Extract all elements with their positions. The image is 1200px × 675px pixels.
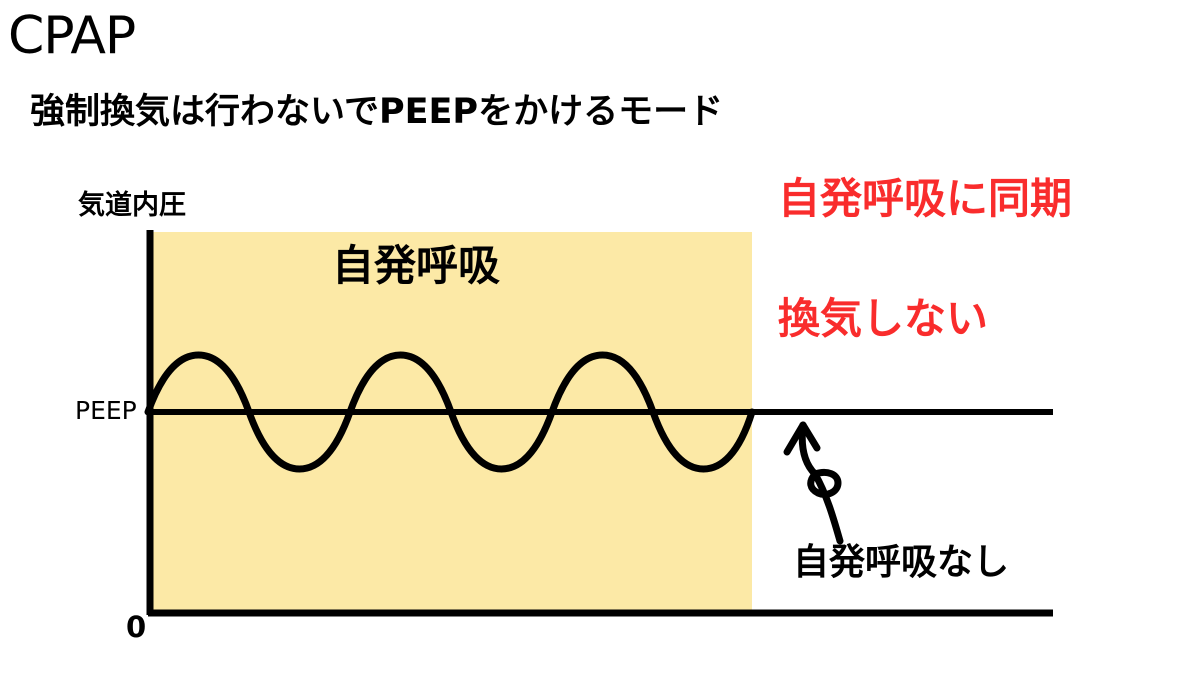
curly-arrow-head-icon	[783, 421, 821, 456]
annotation-no-spontaneous-breath: 自発呼吸なし	[793, 542, 1010, 583]
page-subtitle: 強制換気は行わないでPEEPをかけるモード	[30, 92, 724, 132]
y-axis-label: 気道内圧	[78, 190, 186, 221]
page-title: CPAP	[8, 6, 136, 66]
annotation-no-ventilation: 換気しない	[778, 294, 989, 343]
annotation-sync-with-spontaneous: 自発呼吸に同期	[778, 174, 1073, 223]
spontaneous-breathing-label: 自発呼吸	[332, 241, 501, 290]
spontaneous-breath-waveform	[144, 351, 756, 473]
peep-tick-label: PEEP	[75, 396, 137, 425]
zero-tick-label: 0	[126, 610, 147, 644]
curly-arrow-up-icon	[798, 421, 844, 545]
